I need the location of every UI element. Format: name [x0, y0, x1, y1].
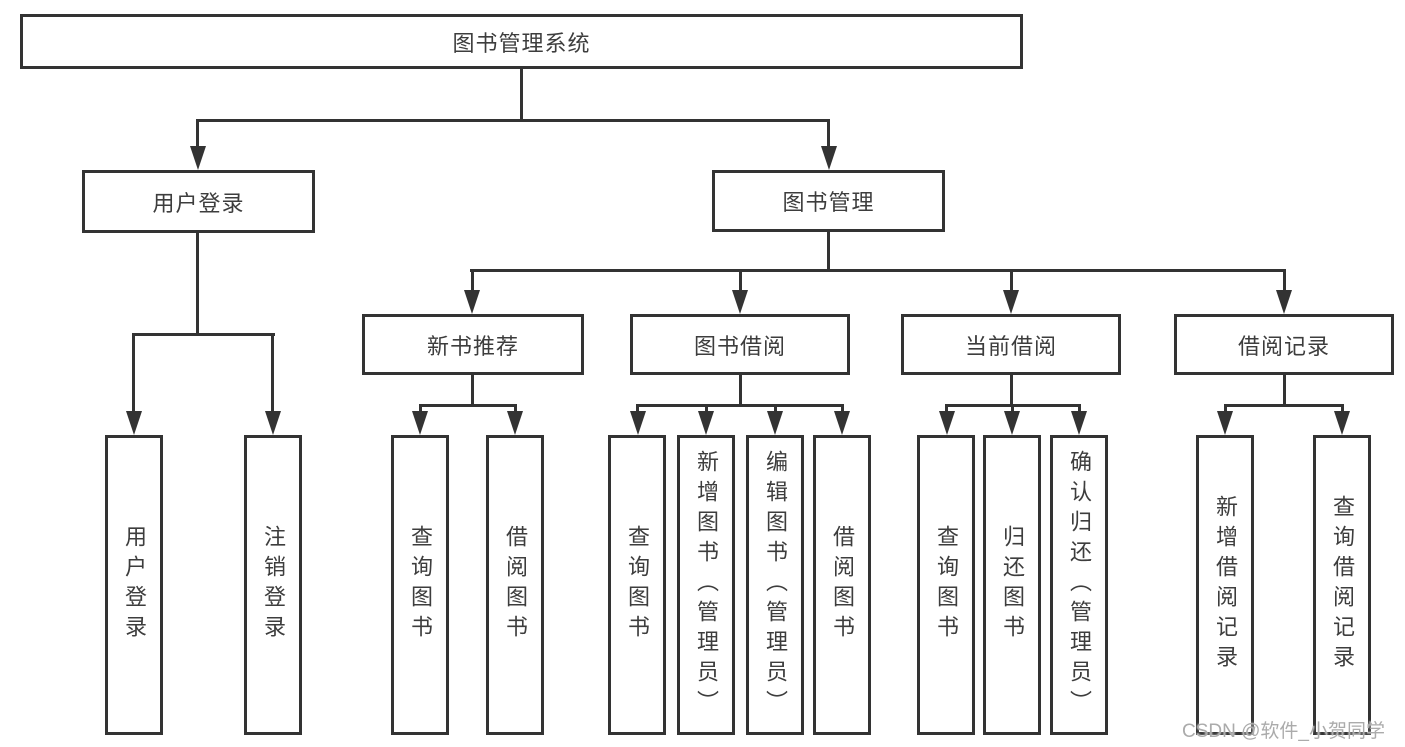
connector-line	[636, 404, 844, 407]
leaf-label: 查询图书	[934, 525, 959, 645]
arrow-down-icon	[126, 411, 142, 435]
leaf-add-borrow-record: 新增借阅记录	[1196, 435, 1254, 735]
arrow-down-icon	[834, 411, 850, 435]
arrow-down-icon	[1071, 411, 1087, 435]
arrow-down-icon	[507, 411, 523, 435]
connector-line	[196, 119, 199, 149]
connector-line	[520, 69, 523, 121]
leaf-add-books-admin: 新增图书（管理员）	[677, 435, 735, 735]
arrow-down-icon	[1217, 411, 1233, 435]
leaf-user-login: 用户登录	[105, 435, 163, 735]
connector-line	[196, 119, 830, 122]
leaf-confirm-return-admin: 确认归还（管理员）	[1050, 435, 1108, 735]
node-label: 图书借阅	[693, 333, 786, 359]
connector-line	[774, 404, 777, 415]
connector-line	[739, 269, 742, 293]
connector-line	[1010, 269, 1013, 293]
leaf-query-books-borrowing: 查询图书	[608, 435, 666, 735]
connector-line	[945, 404, 948, 415]
connector-line	[827, 119, 830, 149]
leaf-label: 编辑图书（管理员）	[763, 450, 788, 720]
arrow-down-icon	[1334, 411, 1350, 435]
connector-line	[271, 333, 274, 413]
node-current-borrowing: 当前借阅	[901, 314, 1121, 375]
leaf-return-books: 归还图书	[983, 435, 1041, 735]
arrow-down-icon	[464, 290, 480, 314]
leaf-label: 注销登录	[261, 525, 286, 645]
leaf-edit-books-admin: 编辑图书（管理员）	[746, 435, 804, 735]
connector-line	[636, 404, 639, 415]
arrow-down-icon	[265, 411, 281, 435]
connector-line	[827, 232, 830, 272]
node-label: 新书推荐	[426, 333, 519, 359]
connector-line	[705, 404, 708, 415]
connector-line	[419, 404, 422, 415]
node-label: 借阅记录	[1237, 333, 1330, 359]
node-label: 图书管理系统	[452, 30, 591, 56]
arrow-down-icon	[821, 146, 837, 170]
leaf-query-borrow-record: 查询借阅记录	[1313, 435, 1371, 735]
connector-line	[471, 269, 474, 293]
connector-line	[1010, 375, 1013, 407]
arrow-down-icon	[1003, 290, 1019, 314]
connector-line	[132, 333, 135, 413]
leaf-label: 查询图书	[408, 525, 433, 645]
leaf-logout: 注销登录	[244, 435, 302, 735]
node-new-book-recommendation: 新书推荐	[362, 314, 584, 375]
node-label: 图书管理	[782, 190, 875, 215]
connector-line	[132, 333, 275, 336]
connector-line	[1283, 269, 1286, 293]
leaf-label: 新增图书（管理员）	[694, 450, 719, 720]
connector-line	[1224, 404, 1227, 415]
leaf-query-books-recommend: 查询图书	[391, 435, 449, 735]
leaf-label: 借阅图书	[503, 525, 528, 645]
leaf-label: 借阅图书	[830, 525, 855, 645]
leaf-label: 用户登录	[122, 525, 147, 645]
connector-line	[196, 233, 199, 336]
leaf-label: 查询借阅记录	[1330, 495, 1355, 675]
arrow-down-icon	[939, 411, 955, 435]
leaf-label: 新增借阅记录	[1213, 495, 1238, 675]
connector-line	[1341, 404, 1344, 415]
leaf-borrow-books-recommend: 借阅图书	[486, 435, 544, 735]
arrow-down-icon	[190, 146, 206, 170]
leaf-label: 确认归还（管理员）	[1067, 450, 1092, 720]
connector-line	[841, 404, 844, 415]
node-label: 用户登录	[152, 190, 245, 216]
leaf-label: 查询图书	[625, 525, 650, 645]
arrow-down-icon	[1276, 290, 1292, 314]
arrow-down-icon	[732, 290, 748, 314]
csdn-watermark: CSDN @软件_小贺同学	[1182, 721, 1385, 742]
connector-line	[1078, 404, 1081, 415]
connector-line	[1283, 375, 1286, 407]
node-borrowing-records: 借阅记录	[1174, 314, 1394, 375]
arrow-down-icon	[412, 411, 428, 435]
connector-line	[419, 404, 517, 407]
leaf-query-books-current: 查询图书	[917, 435, 975, 735]
arrow-down-icon	[767, 411, 783, 435]
leaf-label: 归还图书	[1000, 525, 1025, 645]
connector-line	[1011, 404, 1014, 415]
leaf-borrow-books-borrowing: 借阅图书	[813, 435, 871, 735]
connector-line	[739, 375, 742, 407]
connector-line	[514, 404, 517, 415]
node-user-login: 用户登录	[82, 170, 315, 233]
arrow-down-icon	[1004, 411, 1020, 435]
node-library-management-system: 图书管理系统	[20, 14, 1023, 69]
connector-line	[1224, 404, 1344, 407]
node-book-management: 图书管理	[712, 170, 945, 232]
arrow-down-icon	[698, 411, 714, 435]
connector-line	[470, 269, 1285, 272]
connector-line	[471, 375, 474, 407]
node-label: 当前借阅	[964, 333, 1057, 359]
node-book-borrowing: 图书借阅	[630, 314, 850, 375]
arrow-down-icon	[630, 411, 646, 435]
